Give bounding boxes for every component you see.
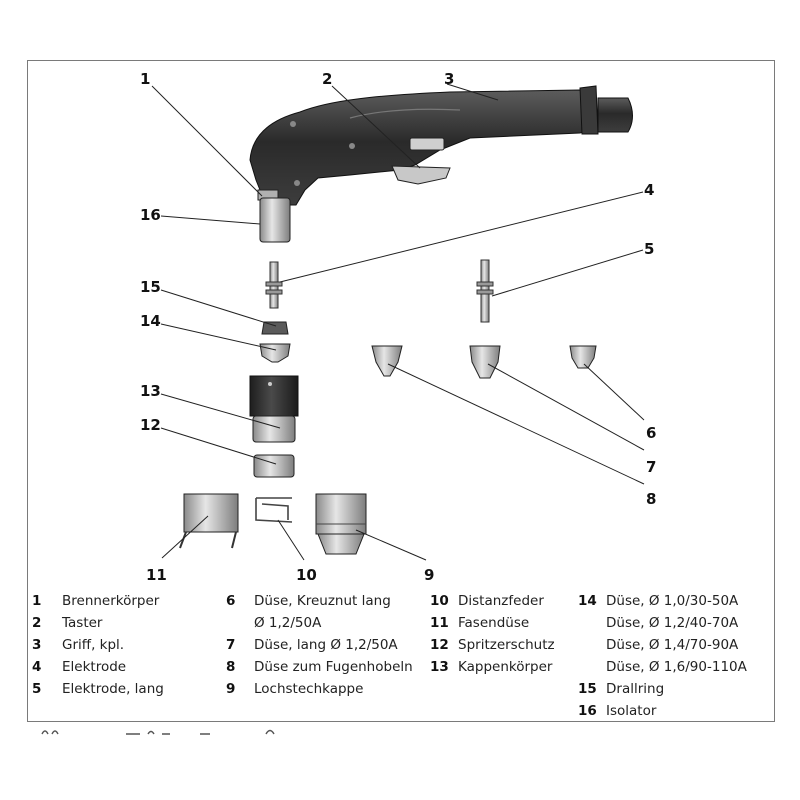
legend-label: Düse, lang Ø 1,2/50A (254, 637, 398, 653)
cropped-text-fragment (41, 729, 275, 735)
legend-number: 1 (32, 593, 42, 609)
legend-label: Düse, Ø 1,2/40-70A (606, 615, 739, 631)
legend-number: 9 (226, 681, 236, 697)
electrode-part (265, 261, 283, 309)
callout-1: 1 (140, 70, 150, 88)
spatter-shield-part (253, 454, 295, 478)
legend-label: Ø 1,2/50A (254, 615, 322, 631)
legend-number: 6 (226, 593, 236, 609)
legend-item: 16 Isolator (578, 700, 768, 722)
legend-item: 7 Düse, lang Ø 1,2/50A (226, 634, 426, 656)
legend-item: Ø 1,2/50A (226, 612, 426, 634)
isolator-part (259, 197, 291, 243)
callout-13: 13 (140, 382, 161, 400)
legend-number: 4 (32, 659, 42, 675)
torch-handle (249, 85, 633, 206)
legend-item: 9 Lochstechkappe (226, 678, 426, 700)
electrode-long-part (476, 259, 494, 323)
legend-item: 3 Griff, kpl. (32, 634, 212, 656)
callout-16: 16 (140, 206, 161, 224)
legend-item: Düse, Ø 1,4/70-90A (578, 634, 768, 656)
callout-2: 2 (322, 70, 332, 88)
legend-number: 5 (32, 681, 42, 697)
callout-7: 7 (646, 458, 656, 476)
piercing-cap-part (315, 493, 367, 555)
legend-label: Lochstechkappe (254, 681, 364, 697)
callout-4: 4 (644, 181, 654, 199)
legend-label: Düse zum Fugenhobeln (254, 659, 413, 675)
legend-label: Griff, kpl. (62, 637, 125, 653)
cross-slot-nozzle-part (569, 345, 597, 369)
legend-item: 8 Düse zum Fugenhobeln (226, 656, 426, 678)
legend-item: 6 Düse, Kreuznut lang (226, 590, 426, 612)
legend-number: 7 (226, 637, 236, 653)
legend-column-3: 10 Distanzfeder 11 Fasendüse 12 Spritzersch… (430, 590, 570, 678)
callout-10: 10 (296, 566, 317, 584)
legend-label: Elektrode, lang (62, 681, 164, 697)
legend-label: Düse, Ø 1,6/90-110A (606, 659, 747, 675)
legend-item: Düse, Ø 1,2/40-70A (578, 612, 768, 634)
callout-11: 11 (146, 566, 167, 584)
callout-9: 9 (424, 566, 434, 584)
callout-5: 5 (644, 240, 654, 258)
legend-number: 12 (430, 637, 449, 653)
legend-item: Düse, Ø 1,6/90-110A (578, 656, 768, 678)
legend-item: 14 Düse, Ø 1,0/30-50A (578, 590, 768, 612)
legend-label: Düse, Ø 1,0/30-50A (606, 593, 739, 609)
callout-6: 6 (646, 424, 656, 442)
legend-item: 4 Elektrode (32, 656, 212, 678)
legend-item: 15 Drallring (578, 678, 768, 700)
legend-label: Düse, Kreuznut lang (254, 593, 391, 609)
callout-14: 14 (140, 312, 161, 330)
legend-label: Fasendüse (458, 615, 530, 631)
legend-label: Düse, Ø 1,4/70-90A (606, 637, 739, 653)
callout-15: 15 (140, 278, 161, 296)
nozzle-part (259, 343, 291, 363)
trigger-part (391, 165, 451, 185)
legend-label: Brennerkörper (62, 593, 160, 609)
bevel-nozzle-part (179, 493, 239, 549)
legend-item: 11 Fasendüse (430, 612, 570, 634)
swirl-ring-part (261, 321, 289, 335)
legend-item: 12 Spritzerschutz (430, 634, 570, 656)
legend-number: 11 (430, 615, 449, 631)
legend-number: 3 (32, 637, 42, 653)
legend-label: Distanzfeder (458, 593, 544, 609)
legend-number: 15 (578, 681, 597, 697)
legend-label: Isolator (606, 703, 657, 719)
leader-lines (151, 83, 645, 561)
legend-number: 14 (578, 593, 597, 609)
legend-label: Drallring (606, 681, 665, 697)
legend-item: 10 Distanzfeder (430, 590, 570, 612)
legend-label: Taster (62, 615, 103, 631)
legend-item: 13 Kappenkörper (430, 656, 570, 678)
legend-item: 1 Brennerkörper (32, 590, 212, 612)
callout-8: 8 (646, 490, 656, 508)
legend-label: Elektrode (62, 659, 127, 675)
callout-12: 12 (140, 416, 161, 434)
legend-column-2: 6 Düse, Kreuznut lang Ø 1,2/50A 7 Düse, la… (226, 590, 426, 700)
legend-number: 10 (430, 593, 449, 609)
cup-body-part (249, 375, 299, 443)
legend-label: Kappenkörper (458, 659, 553, 675)
legend-item: 2 Taster (32, 612, 212, 634)
legend-number: 8 (226, 659, 236, 675)
gouging-nozzle-part (371, 345, 403, 377)
legend-number: 16 (578, 703, 597, 719)
distance-spring-part (255, 497, 293, 523)
legend-item: 5 Elektrode, lang (32, 678, 212, 700)
callout-3: 3 (444, 70, 454, 88)
long-nozzle-part (469, 345, 501, 379)
legend-number: 2 (32, 615, 42, 631)
legend-number: 13 (430, 659, 449, 675)
diagram-frame (27, 60, 775, 722)
legend-label: Spritzerschutz (458, 637, 555, 653)
